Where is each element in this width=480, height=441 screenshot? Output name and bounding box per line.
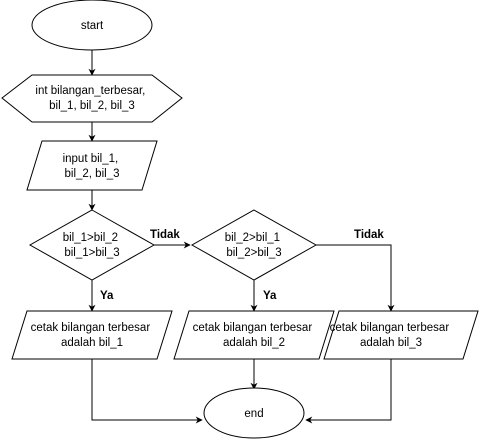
output3-node: cetak bilangan terbesar adalah bil_3: [323, 310, 479, 360]
edge-output3-to-end: [305, 359, 392, 424]
start-node: start: [31, 0, 153, 51]
decision1-line-2: bil_1>bil_3: [64, 247, 119, 259]
edge-label-d1-no: Tidak: [150, 229, 180, 241]
declare-line-1: int bilangan_terbesar,: [35, 85, 145, 97]
svg-text:bil_2>bil_1 bil_2>bil_3: bil_2>bil_1 bil_2>bil_3: [225, 232, 284, 259]
connectors: [88, 50, 395, 424]
decision2-node: bil_2>bil_1 bil_2>bil_3: [190, 209, 318, 281]
edge-decision2-no: [316, 244, 395, 312]
declare-node: int bilangan_terbesar, bil_1, bil_2, bil…: [1, 74, 183, 123]
output1-node: cetak bilangan terbesar adalah bil_1: [11, 310, 173, 360]
decision2-line-2: bil_2>bil_3: [226, 247, 281, 259]
input-node: input bil_1, bil_2, bil_3: [26, 140, 158, 191]
svg-text:cetak bilangan terbesar: cetak bilangan terbesar adalah bil_1: [31, 322, 154, 349]
declare-line-2: bil_1, bil_2, bil_3: [49, 100, 135, 112]
end-label: end: [244, 408, 263, 420]
svg-text:input bil_1, bil_2, bil_: input bil_1, bil_2, bil_3: [63, 153, 122, 180]
output3-line-1: cetak bilangan terbesar: [330, 322, 450, 334]
svg-text:cetak bilangan terbesar: cetak bilangan terbesar adalah bil_3: [330, 322, 453, 349]
output1-line-2: adalah bil_1: [61, 337, 123, 349]
output2-line-1: cetak bilangan terbesar: [193, 322, 313, 334]
svg-text:cetak bilangan terbesar: cetak bilangan terbesar adalah bil_2: [193, 322, 316, 349]
edge-label-d2-yes: Ya: [263, 290, 277, 302]
output2-line-2: adalah bil_2: [223, 337, 285, 349]
input-line-2: bil_2, bil_3: [65, 168, 120, 180]
decision1-node: bil_1>bil_2 bil_1>bil_3: [28, 209, 156, 281]
decision2-line-1: bil_2>bil_1: [225, 232, 280, 244]
edge-label-d1-yes: Ya: [100, 290, 114, 302]
output3-line-2: adalah bil_3: [360, 337, 422, 349]
decision1-line-1: bil_1>bil_2: [63, 232, 118, 244]
svg-text:bil_1>bil_2 bil_1>bil_3: bil_1>bil_2 bil_1>bil_3: [63, 232, 122, 259]
input-line-1: input bil_1,: [63, 153, 119, 165]
output1-line-1: cetak bilangan terbesar: [31, 322, 151, 334]
start-label: start: [81, 20, 104, 32]
edge-output1-to-end: [91, 359, 203, 424]
edge-label-d2-no: Tidak: [354, 229, 384, 241]
output2-node: cetak bilangan terbesar adalah bil_2: [173, 310, 335, 360]
end-node: end: [203, 387, 305, 439]
svg-text:int bilangan_terbesar, b: int bilangan_terbesar, bil_1, bil_2, bil…: [35, 85, 148, 112]
